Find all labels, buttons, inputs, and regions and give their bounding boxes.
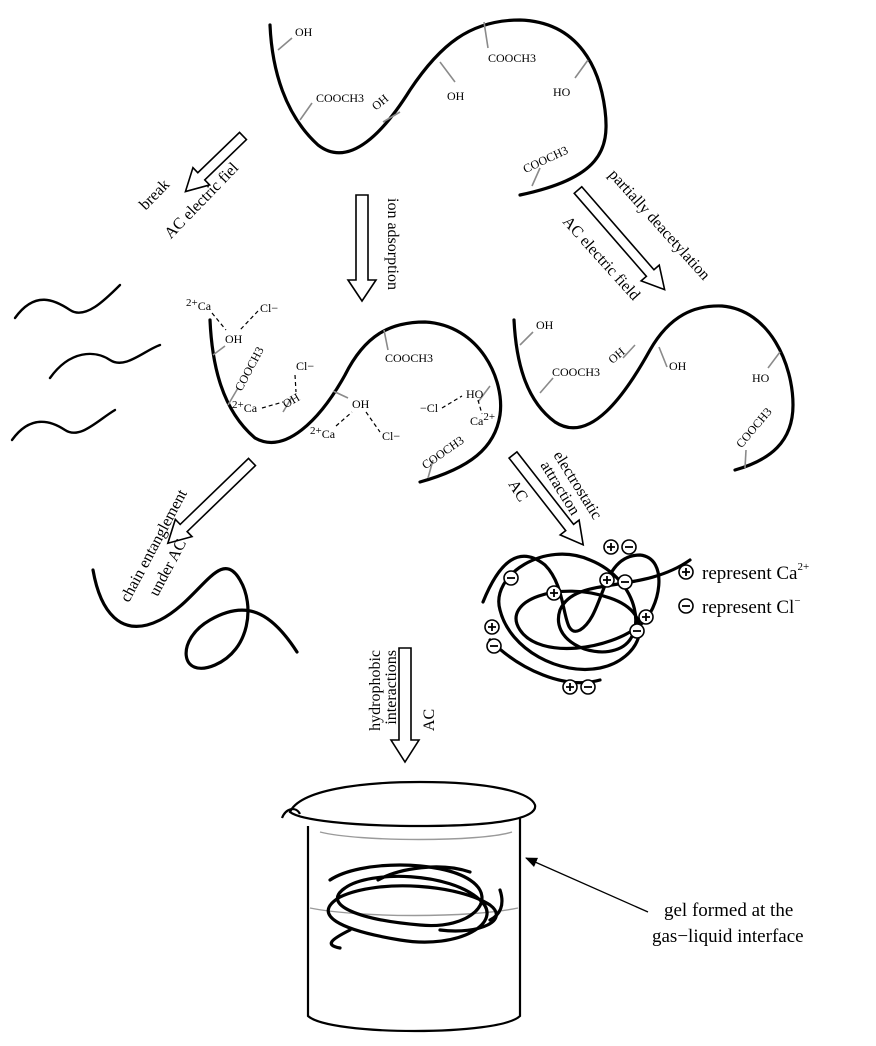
right-group-1: OH: [536, 318, 554, 332]
legend-ca-label: represent Ca2+: [702, 561, 809, 584]
ion-adsorption-label: ion adsorption: [384, 198, 401, 290]
cl-ion-1: Cl−: [260, 301, 278, 315]
minus-ion: [486, 638, 502, 654]
right-group-2: COOCH3: [552, 365, 600, 379]
gel-tangle: [326, 863, 504, 950]
plus-ion: [599, 572, 615, 588]
top-group-6: HO: [553, 85, 571, 99]
minus-ion: [629, 623, 645, 639]
top-group-4: OH: [447, 89, 465, 103]
right-group-3: OH: [605, 344, 628, 366]
entanglement-arrow: chain entanglement under AC: [117, 457, 257, 605]
minus-ion: [503, 570, 519, 586]
ca-ion-2: 2+Ca: [232, 399, 258, 415]
plus-ion: [562, 679, 578, 695]
hydrophobic-label: hydrophobic: [367, 650, 384, 731]
right-group-4: OH: [669, 359, 687, 373]
network-ions: [484, 539, 654, 695]
cl-ion-2: Cl−: [296, 359, 314, 373]
cl-ion-4: −Cl: [420, 401, 439, 415]
ca-ion-3: 2+Ca: [310, 425, 336, 441]
top-group-5: COOCH3: [488, 51, 536, 65]
break-arrow: break AC electric fiel: [136, 131, 248, 242]
minus-ion: [621, 539, 637, 555]
entangled-chain: [91, 567, 299, 670]
legend-cl-label: represent Cl−: [702, 595, 801, 618]
right-group-6: COOCH3: [733, 405, 775, 451]
plus-ion: [638, 609, 654, 625]
legend-plus-icon: [678, 564, 694, 580]
ca-ion-1: 2+Ca: [186, 297, 212, 313]
gel-label-line1: gel formed at the: [664, 900, 793, 921]
top-group-1: OH: [295, 25, 313, 39]
cl-ion-3: Cl−: [382, 429, 400, 443]
middle-polymer-chain: 2+Ca Cl− OH COOCH3 Cl− 2+Ca OH COOCH3 OH…: [186, 297, 503, 484]
top-group-3: OH: [369, 91, 392, 113]
electrostatic-arrow: electrostatic attraction AC: [505, 448, 605, 547]
broken-chains: [10, 283, 162, 442]
right-polymer-chain: OH COOCH3 OH OH HO COOCH3: [512, 304, 795, 472]
hydrophobic-arrow: hydrophobic interactions AC: [367, 647, 438, 764]
right-group-5: HO: [752, 371, 770, 385]
plus-ion: [546, 585, 562, 601]
top-group-7: COOCH3: [521, 143, 570, 176]
hydrophobic-ac-label: AC: [421, 709, 438, 731]
legend-minus-icon: [678, 598, 694, 614]
interactions-label: interactions: [383, 650, 400, 725]
ion-adsorption-arrow: ion adsorption: [346, 194, 401, 303]
plus-ion: [484, 619, 500, 635]
break-label: break: [136, 176, 173, 213]
mid-group-oh-2: OH: [280, 390, 302, 411]
minus-ion: [580, 679, 596, 695]
mid-group-cooch3-2: COOCH3: [385, 351, 433, 365]
deacetylation-arrow: partially deacetylation AC electric fiel…: [559, 166, 713, 304]
beaker: [280, 780, 537, 1033]
mid-group-oh-3: OH: [352, 397, 370, 411]
minus-ion: [617, 574, 633, 590]
gel-annotation: gel formed at the gas−liquid interface: [525, 857, 804, 947]
mid-group-ho: HO: [466, 387, 484, 401]
top-polymer-chain: OH COOCH3 OH OH COOCH3 HO COOCH3: [268, 18, 608, 197]
legend: represent Ca2+ represent Cl−: [678, 561, 809, 618]
top-group-2: COOCH3: [316, 91, 364, 105]
mid-group-oh-1: OH: [225, 332, 243, 346]
ca-ion-4: Ca2+: [470, 411, 495, 428]
plus-ion: [603, 539, 619, 555]
mid-group-cooch3-1: COOCH3: [232, 344, 267, 393]
gel-label-line2: gas−liquid interface: [652, 926, 804, 947]
